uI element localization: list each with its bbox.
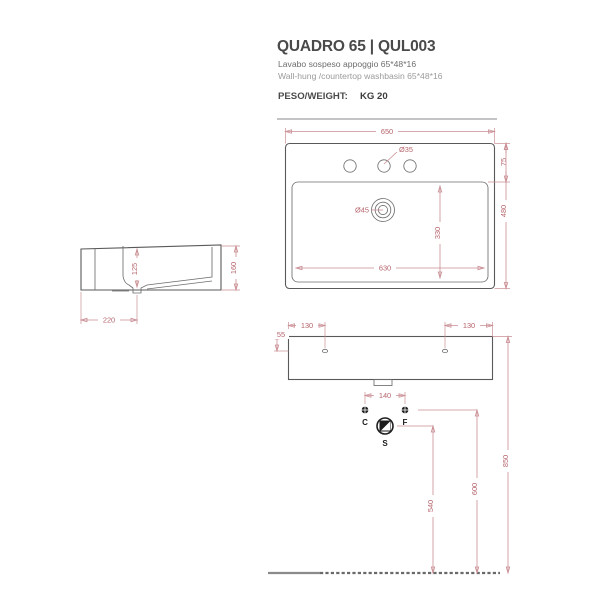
- drain-tab-front: [373, 379, 393, 386]
- dim-220-arrow-right: [130, 317, 139, 323]
- dim-650-text: 650: [381, 127, 393, 136]
- dim-850-arrow-top: [505, 335, 511, 343]
- top-plan-view: 650 Ø35 Ø45 630 330: [284, 125, 512, 290]
- weight-value: KG 20: [360, 91, 388, 102]
- dim-125-text-bg: [131, 258, 143, 280]
- dim-650-text-bg: [376, 125, 398, 137]
- dim-650-arrow-right: [488, 129, 496, 134]
- dim-630-text-bg: [374, 262, 396, 273]
- side-section-view: 125 160 220: [79, 244, 242, 325]
- dim-630-text: 630: [379, 264, 391, 273]
- dim-160-text-bg: [230, 257, 242, 279]
- dim-220-arrow-left: [79, 317, 88, 323]
- dim-480-arrow-top: [503, 142, 509, 150]
- dim-480-text-bg: [500, 200, 512, 222]
- dim-130R-text: 130: [463, 321, 475, 330]
- dim-540-arrow-bottom: [430, 566, 436, 575]
- subtitle-italian: Lavabo sospeso appoggio 65*48*16: [278, 59, 417, 69]
- dim-650-arrow-left: [284, 129, 292, 134]
- drain-waste-square: [379, 420, 391, 432]
- callout-dia35-text: Ø35: [399, 145, 413, 154]
- dim-850-text-bg: [502, 450, 514, 472]
- drain-waste-connection: S: [376, 417, 394, 448]
- dim-55-text: 55: [277, 330, 285, 339]
- hot-water-connection: F: [400, 405, 410, 427]
- dim-160-text: 160: [229, 262, 238, 274]
- dim-130L-arrow-left: [287, 323, 295, 328]
- dim-125-text: 125: [130, 263, 139, 275]
- tap-hole-left: [343, 159, 357, 173]
- dim-540-text: 540: [426, 500, 435, 512]
- cold-water-connection: C: [360, 405, 370, 427]
- dim-330-text: 330: [433, 227, 442, 239]
- dim-140-text: 140: [379, 391, 391, 400]
- front-elevation-view: 130 130 55 C: [268, 319, 514, 575]
- basin-outline-front: [287, 335, 494, 381]
- dim-540-text-bg: [427, 495, 439, 517]
- dim-600-text: 600: [470, 483, 479, 495]
- dim-330-arrow-bottom: [437, 271, 443, 280]
- dim-130L-text-bg: [296, 319, 318, 331]
- basin-bowl-top: [291, 181, 489, 283]
- dim-55-text-bg: [274, 329, 289, 339]
- dim-55-arrow-bottom: [274, 344, 280, 353]
- dim-630-arrow-left: [294, 265, 303, 271]
- drain-waste-label: S: [382, 439, 388, 448]
- dim-75-text: 75: [499, 158, 508, 166]
- tap-hole-center: [377, 159, 391, 173]
- dim-125-arrow-top: [134, 247, 140, 256]
- dim-220-text: 220: [103, 316, 115, 325]
- dim-600-arrow-bottom: [474, 566, 480, 575]
- dim-330-text-bg: [434, 222, 446, 244]
- dim-160-arrow-top: [233, 244, 239, 253]
- dim-540-arrow-top: [430, 424, 436, 433]
- dim-600-arrow-top: [474, 408, 480, 417]
- dim-130R-arrow-left: [443, 323, 452, 328]
- side-bowl-slope-lower: [146, 280, 213, 290]
- dim-130R-arrow-right: [486, 323, 494, 328]
- dim-630-arrow-right: [477, 265, 486, 271]
- dim-850-text: 850: [501, 455, 510, 467]
- tap-hole-right: [403, 159, 417, 173]
- dim-480-arrow-bottom: [503, 282, 509, 290]
- dim-140-text-bg: [374, 389, 396, 401]
- dim-130R-text-bg: [458, 319, 480, 331]
- dim-130L-text: 130: [301, 321, 313, 330]
- drain-waste-outer-ring: [376, 417, 394, 435]
- dim-220-text-bg: [98, 314, 120, 325]
- fixing-hole-right: [441, 348, 449, 354]
- hot-water-label: F: [403, 418, 408, 427]
- weight-label: PESO/WEIGHT:: [278, 91, 348, 102]
- dim-330-arrow-top: [437, 184, 443, 193]
- callout-dia45-text: Ø45: [355, 206, 369, 215]
- dim-140-arrow-right: [398, 393, 407, 398]
- dim-140-arrow-left: [363, 393, 372, 398]
- dim-850-arrow-bottom: [505, 566, 511, 575]
- dim-125-arrow-bottom: [134, 280, 140, 289]
- dim-160-arrow-bottom: [233, 283, 239, 292]
- drain-waste-inner-mark: [381, 421, 390, 431]
- cold-water-label: C: [362, 418, 368, 427]
- dim-600-text-bg: [471, 478, 483, 500]
- callout-dia35-leader: [383, 151, 398, 165]
- basin-outline-top: [284, 142, 496, 290]
- side-bowl-profile: [122, 246, 213, 294]
- dim-480-text: 480: [499, 205, 508, 217]
- page-title: QUADRO 65 | QUL003: [277, 38, 436, 55]
- dim-130L-arrow-right: [318, 323, 327, 328]
- subtitle-english: Wall-hung /countertop washbasin 65*48*16: [278, 71, 443, 81]
- fixing-hole-left: [321, 348, 329, 354]
- side-outline: [80, 244, 222, 291]
